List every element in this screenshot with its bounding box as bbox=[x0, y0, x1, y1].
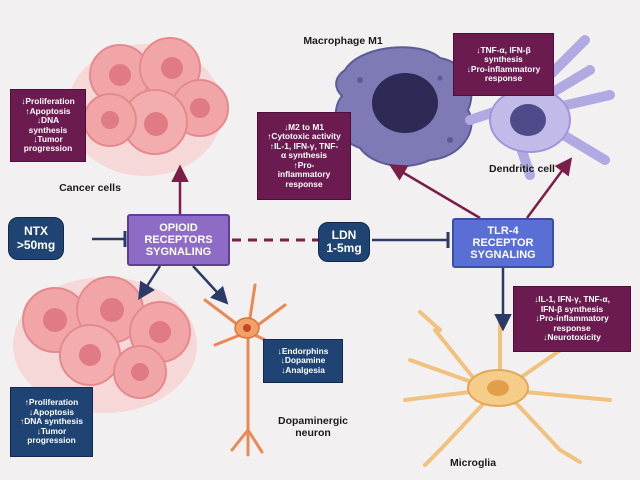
dendritic-cell-illustration bbox=[465, 35, 615, 180]
macrophage-label: Macrophage M1 bbox=[303, 35, 383, 47]
cancer-bottom-effects-box: ↑Proliferation↓Apoptosis↑DNA synthesis↓T… bbox=[10, 387, 93, 457]
connections bbox=[92, 157, 573, 332]
cancer-cells-bottom-illustration bbox=[13, 276, 197, 413]
microglia-label: Microglia bbox=[449, 457, 497, 469]
dendritic-cell-label: Dendritic cell bbox=[489, 163, 555, 175]
cancer-cells-label: Cancer cells bbox=[59, 182, 121, 194]
neuron-illustration bbox=[203, 283, 287, 457]
microglia-illustration bbox=[403, 310, 612, 467]
macrophage-effects-box: ↓M2 to M1↑Cytotoxic activity↑IL-1, IFN-γ… bbox=[257, 112, 351, 200]
neuron-effects-box: ↓Endorphins↓Dopamine↓Analgesia bbox=[263, 339, 343, 383]
ntx-node: NTX>50mg bbox=[8, 217, 64, 260]
microglia-effects-box: ↓IL-1, IFN-γ, TNF-α,IFN-β synthesis↓Pro-… bbox=[513, 286, 631, 352]
macrophage-illustration bbox=[334, 46, 473, 167]
cancer-cells-top-illustration bbox=[67, 37, 229, 176]
